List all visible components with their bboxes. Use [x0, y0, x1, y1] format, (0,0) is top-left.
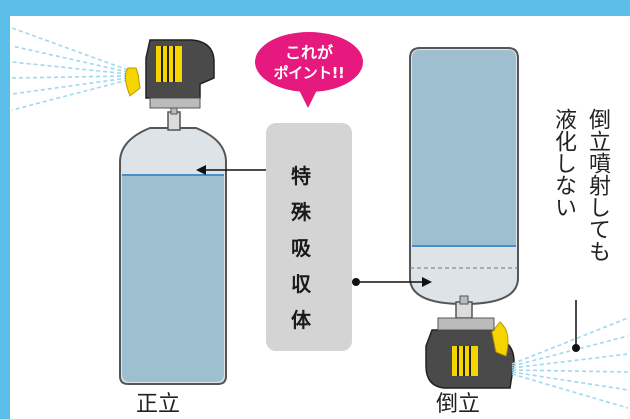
inverted-liquid [412, 50, 516, 246]
spray-lines-left [11, 27, 129, 111]
badge-shape [255, 32, 363, 108]
left-frame-bar [0, 16, 10, 419]
inverted-can [409, 47, 519, 319]
point-badge: これが ポイント!! [256, 36, 362, 88]
upright-liquid [122, 175, 224, 382]
absorber-box [266, 123, 352, 351]
upright-nozzle [124, 39, 215, 109]
absorber-char-3: 吸 [291, 236, 311, 260]
inverted-nozzle [425, 317, 515, 389]
absorber-char-5: 体 [291, 308, 311, 332]
side-note-line-1: 倒立噴射しても [585, 108, 610, 262]
upright-can [119, 103, 227, 385]
pointer-line [572, 300, 580, 352]
badge-line-1: これが [284, 43, 333, 62]
upright-valve-stem [167, 111, 181, 131]
absorber-char-2: 殊 [291, 200, 311, 224]
spray-lines-right [511, 317, 629, 409]
side-note-line-2: 液化しない [551, 108, 576, 218]
absorber-char-4: 収 [291, 272, 311, 296]
label-upright: 正立 [136, 392, 181, 417]
label-inverted: 倒立 [436, 392, 481, 417]
badge-line-2: ポイント!! [273, 64, 345, 82]
arrow-to-upright [196, 165, 274, 175]
absorber-char-1: 特 [291, 164, 311, 188]
top-frame-bar [0, 0, 630, 16]
arrow-to-inverted [352, 277, 432, 287]
